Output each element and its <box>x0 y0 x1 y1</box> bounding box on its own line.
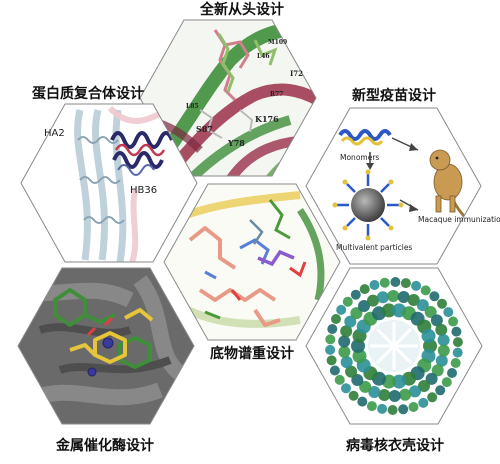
residue-label: I72 <box>290 69 303 78</box>
capsid-subunit <box>418 397 429 408</box>
capsid-subunit <box>340 325 353 338</box>
capsid-subunit <box>387 290 400 302</box>
capsid-subunit <box>336 304 347 315</box>
capsid-subunit <box>378 389 391 401</box>
capsid-subunit <box>344 315 357 328</box>
residue-label: M109 <box>268 39 287 46</box>
chain-label-ha2: HA2 <box>44 128 65 139</box>
capsid-subunit <box>338 345 351 358</box>
capsid-subunit <box>441 377 452 388</box>
capsid-subunit <box>377 403 388 414</box>
chain-label-hb36: HB36 <box>130 185 157 196</box>
capsid-subunit <box>350 289 361 300</box>
capsid-subunit <box>398 404 409 415</box>
capsid-subunit <box>348 390 359 401</box>
capsid-subunit <box>341 383 351 394</box>
capsid-subunit <box>381 303 396 318</box>
title-vaccine: 新型疫苗设计 <box>352 88 436 104</box>
capsid-subunit <box>411 280 422 291</box>
capsid-subunit <box>427 392 438 403</box>
capsid-subunit <box>387 405 398 415</box>
capsid-subunit <box>448 316 459 327</box>
capsid-subunit <box>400 278 411 289</box>
residue-label: L46 <box>257 53 270 60</box>
capsid-subunit <box>424 306 437 318</box>
capsid-subunit <box>397 291 410 303</box>
capsid-subunit <box>409 385 421 398</box>
capsid-subunit <box>367 294 379 307</box>
capsid-subunit <box>421 328 436 343</box>
capsid-subunit <box>430 314 443 327</box>
capsid-subunit <box>390 277 401 287</box>
residue-label: R77 <box>270 91 283 98</box>
capsid-subunit <box>359 284 370 295</box>
capsid-subunit <box>359 380 372 393</box>
capsid-subunit <box>435 385 446 396</box>
capsid-subunit <box>340 356 353 369</box>
panel-substrate <box>163 183 341 341</box>
capsid-subunit <box>325 334 336 345</box>
capsid-subunit <box>443 307 454 318</box>
residue-label: K176 <box>255 114 279 124</box>
capsid-subunit <box>366 401 377 412</box>
capsid-subunit <box>420 285 431 296</box>
capsid-subunit <box>388 390 401 402</box>
panel-metal <box>17 267 195 425</box>
capsid-subunit <box>392 374 407 389</box>
capsid-subunit <box>325 344 336 355</box>
capsid-subunit <box>429 291 440 302</box>
capsid-subunit <box>437 298 447 309</box>
title-complex: 蛋白质复合体设计 <box>32 86 144 102</box>
vaccine-label-immunization: Macaque immunization <box>418 215 500 224</box>
panel-vaccine: Monomers Multivalent particles Macaque i… <box>305 107 500 265</box>
capsid-subunit <box>329 365 340 376</box>
capsid-subunit <box>358 300 370 312</box>
residue-label: Y78 <box>227 138 245 148</box>
capsid-subunit <box>447 368 457 378</box>
vaccine-label-particles: Multivalent particles <box>336 243 412 252</box>
capsid-subunit <box>425 372 438 385</box>
title-de-novo: 全新从头设计 <box>200 2 284 18</box>
capsid-subunit <box>326 355 337 366</box>
capsid-subunit <box>407 294 420 306</box>
capsid-subunit <box>399 388 412 401</box>
capsid-subunit <box>334 374 345 385</box>
capsid-subunit <box>345 365 358 378</box>
capsid-subunit <box>418 380 430 392</box>
panel-capsid <box>305 267 483 425</box>
capsid-subunit <box>437 344 450 357</box>
title-substrate: 底物谱重设计 <box>210 346 294 362</box>
capsid-subunit <box>351 374 364 386</box>
capsid-subunit <box>369 280 380 290</box>
capsid-subunit <box>376 291 389 304</box>
capsid-subunit <box>452 347 463 358</box>
residue-label: L85 <box>186 103 199 110</box>
capsid-subunit <box>408 402 419 412</box>
capsid-subunit <box>431 364 444 377</box>
capsid-subunit <box>338 335 351 348</box>
capsid-subunit <box>368 386 381 398</box>
capsid-subunit <box>437 334 450 347</box>
capsid-subunit <box>452 337 463 348</box>
capsid-subunit <box>435 354 448 367</box>
capsid-subunit <box>350 307 363 320</box>
capsid-subunit <box>435 323 448 336</box>
vaccine-label-monomers: Monomers <box>340 153 379 162</box>
capsid-subunit <box>379 277 390 288</box>
capsid-subunit <box>416 299 429 312</box>
capsid-subunit <box>327 324 338 334</box>
capsid-subunit <box>450 358 461 368</box>
capsid-ring <box>325 277 463 415</box>
capsid-subunit <box>357 396 368 407</box>
capsid-subunit <box>451 326 462 337</box>
residue-label: S87 <box>196 124 213 134</box>
title-capsid: 病毒核衣壳设计 <box>346 438 444 454</box>
capsid-subunit <box>342 296 353 307</box>
panel-complex: HA2 HB36 <box>20 103 198 263</box>
title-metal: 金属催化酶设计 <box>56 438 154 454</box>
capsid-subunit <box>331 314 341 324</box>
